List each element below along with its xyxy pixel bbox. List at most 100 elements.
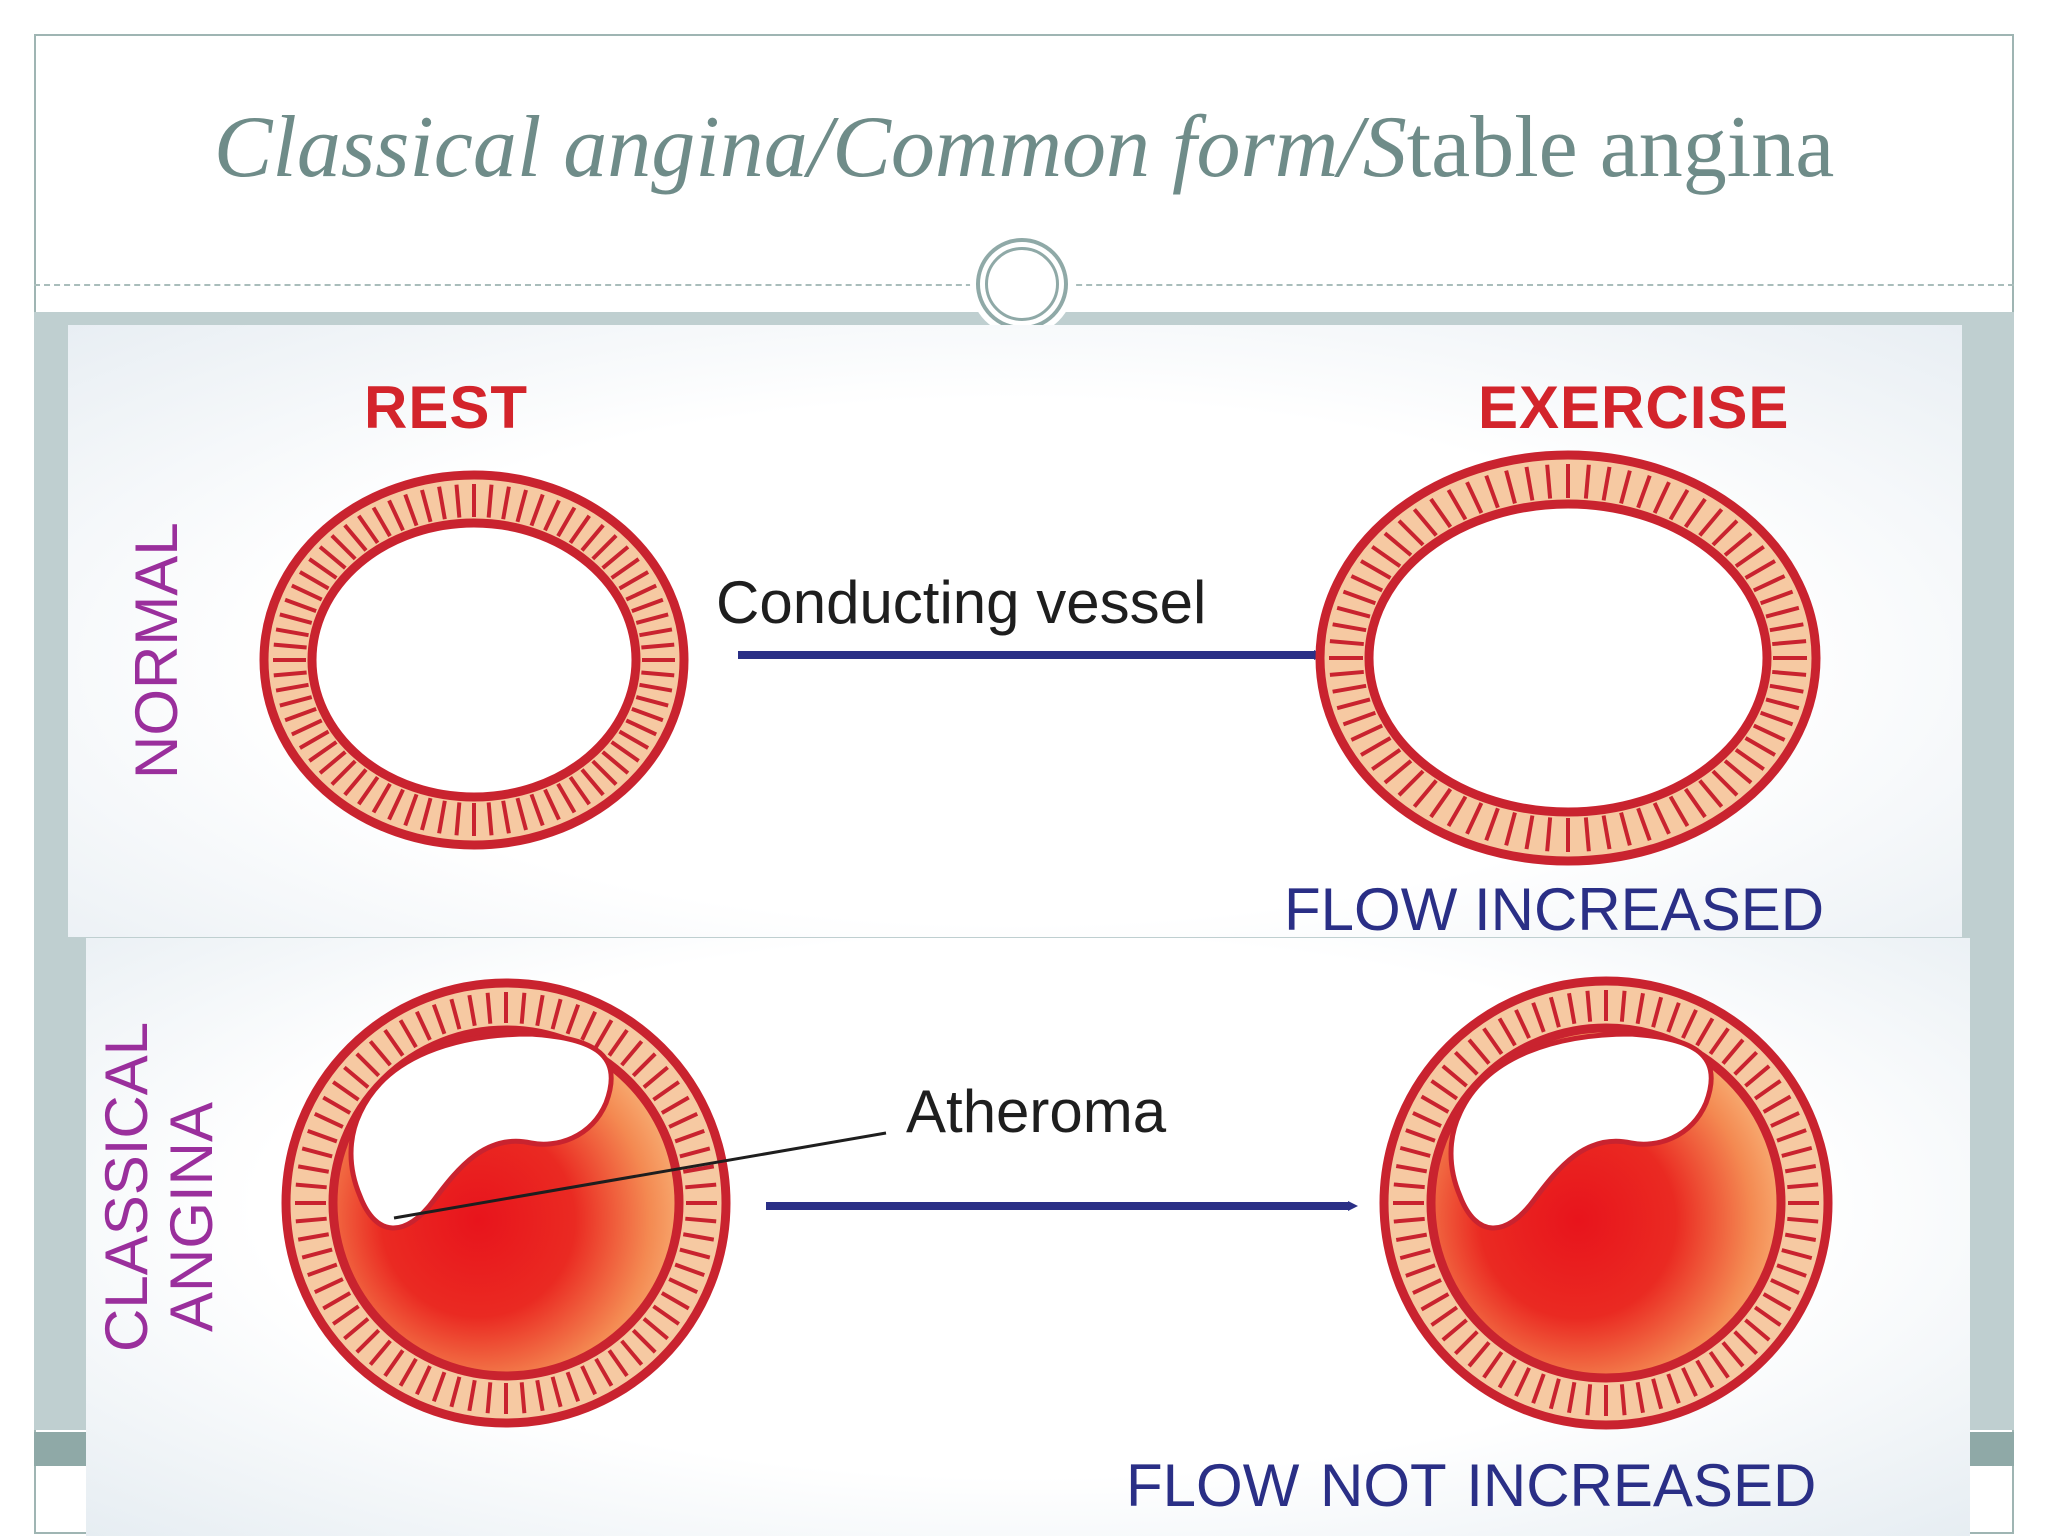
- vessel-wall-ray: [607, 1349, 629, 1377]
- vessel-wall-ray: [1329, 669, 1364, 677]
- vessel-wall-ray: [1342, 710, 1377, 727]
- vessel-wall-ray: [1681, 1367, 1698, 1397]
- vessel-wall-ray: [290, 583, 323, 602]
- row-label-line1: CLASSICAL: [93, 1021, 160, 1352]
- vessel-wall-ray: [1332, 622, 1367, 633]
- vessel-wall-ray: [1652, 802, 1671, 835]
- vessel-wall-ray: [642, 1317, 669, 1341]
- vessel-wall-ray: [1752, 723, 1786, 742]
- vessel-wall-ray: [618, 570, 650, 591]
- vessel-wall-ray: [1383, 531, 1413, 557]
- vessel-wall-ray: [275, 682, 309, 693]
- vessel-wall-ray: [556, 506, 577, 538]
- vessel-wall-ray: [515, 489, 528, 523]
- vessel-wall-ray: [635, 612, 669, 625]
- vessel-wall-ray: [1770, 1278, 1800, 1295]
- vessel-wall-ray: [1524, 466, 1535, 501]
- vessel-wall-ray: [420, 489, 433, 523]
- atheroma-leader-line: [393, 1131, 887, 1220]
- vessel-rest-angina: [281, 978, 731, 1428]
- vessel-wall-ray: [332, 1080, 360, 1102]
- vessel-wall-ray: [591, 759, 618, 786]
- vessel-wall-ray: [355, 1328, 381, 1354]
- vessel-wall-ray: [1393, 1182, 1425, 1190]
- vessel-exercise-angina: [1379, 976, 1833, 1430]
- vessel-wall-ray: [565, 1004, 581, 1035]
- vessel-wall-ray: [1420, 1094, 1450, 1114]
- vessel-wall-ray: [1721, 1038, 1745, 1065]
- vessel-wall-ray: [610, 557, 640, 580]
- vessel-wall-ray: [1465, 481, 1484, 514]
- vessel-wall-ray: [1668, 795, 1690, 828]
- vessel-wall-ray: [308, 740, 338, 763]
- vessel-wall-ray: [1666, 1002, 1681, 1033]
- conducting-vessel-label: Conducting vessel: [716, 569, 1207, 636]
- row-label-line2: ANGINA: [157, 1101, 225, 1333]
- vessel-wall-ray: [1772, 669, 1807, 677]
- vessel-wall-ray: [1652, 481, 1671, 514]
- vessel-wall-ray: [635, 695, 669, 708]
- vessel-wall-ray: [1399, 1145, 1431, 1158]
- vessel-wall-ray: [1482, 1027, 1504, 1056]
- vessel-wall-ray: [620, 1339, 644, 1366]
- vessel-wall-ray: [625, 583, 658, 602]
- vessel-wall-ray: [387, 788, 405, 821]
- vessel-wall-ray: [1467, 1038, 1491, 1065]
- vessel-wall-ray: [1619, 812, 1632, 846]
- vessel-wall-ray: [301, 1146, 333, 1159]
- vessel-wall-ray: [290, 718, 323, 737]
- vessel-wall-ray: [639, 682, 673, 693]
- vessel-wall-ray: [625, 718, 658, 737]
- vessel-wall-ray: [398, 1357, 418, 1387]
- vessel-wall-ray: [535, 994, 545, 1027]
- vessel-wall-ray: [1734, 545, 1765, 568]
- vessel-wall-ray: [398, 1019, 418, 1049]
- vessel-wall-ray: [1781, 1248, 1813, 1261]
- vessel-wall-ray: [431, 1371, 447, 1402]
- vessel-wall-ray: [1446, 488, 1468, 521]
- vessel-wall-ray: [298, 570, 330, 591]
- vessel-wall-ray: [550, 998, 563, 1030]
- slide-title: Classical angina/Common form/Stable angi…: [34, 104, 2014, 192]
- vessel-wall-ray: [437, 800, 447, 834]
- vessel-wall-ray: [1514, 1009, 1531, 1039]
- vessel-wall-ray: [486, 802, 494, 836]
- vessel-wall-ray: [682, 1232, 715, 1242]
- vessel-wall-ray: [279, 612, 313, 625]
- vessel-wall-ray: [383, 1349, 405, 1377]
- vessel-wall-ray: [594, 1019, 614, 1049]
- vessel-wall-ray: [449, 1376, 462, 1408]
- vessel-wall-ray: [1601, 466, 1612, 501]
- vessel-wall-ray: [343, 523, 368, 552]
- vessel-rest-normal: [259, 470, 689, 850]
- normal-vessel-panel: REST EXERCISE NORMAL Conducting vessel F…: [68, 325, 1962, 937]
- vessel-wall-ray: [1698, 508, 1724, 537]
- vessel-wall-ray: [594, 1357, 614, 1387]
- vessel-wall-ray: [631, 1328, 657, 1354]
- vessel-wall-ray: [631, 597, 664, 613]
- vessel-wall-ray: [501, 486, 511, 520]
- vessel-wall-ray: [631, 707, 664, 723]
- vessel-wall-ray: [449, 998, 462, 1030]
- vessel-wall-ray: [275, 627, 309, 638]
- vessel-wall-ray: [1395, 1232, 1428, 1242]
- vessel-wall-ray: [1332, 683, 1367, 694]
- vessel-wall-ray: [467, 994, 477, 1027]
- ornament-inner-ring: [985, 247, 1059, 321]
- vessel-wall-ray: [1371, 545, 1402, 568]
- vessel-wall-ray: [682, 1164, 715, 1174]
- vessel-wall-ray: [1769, 622, 1804, 633]
- vessel-wall-ray: [1683, 497, 1707, 529]
- vessel-wall-ray: [1762, 1094, 1792, 1114]
- vessel-wall-ray: [1698, 779, 1724, 808]
- vessel-wall-ray: [1681, 1009, 1698, 1039]
- vessel-wall-ray: [1619, 990, 1627, 1022]
- vessel-wall-ray: [1585, 990, 1593, 1022]
- vessel-wall-ray: [568, 775, 591, 806]
- vessel-wall-ray: [1585, 1384, 1593, 1416]
- vessel-wall-ray: [580, 768, 605, 797]
- vessel-wall-ray: [685, 1216, 717, 1224]
- vessel-wall-ray: [420, 797, 433, 831]
- circle-ornament-icon: [970, 232, 1074, 336]
- vessel-wall-ray: [515, 797, 528, 831]
